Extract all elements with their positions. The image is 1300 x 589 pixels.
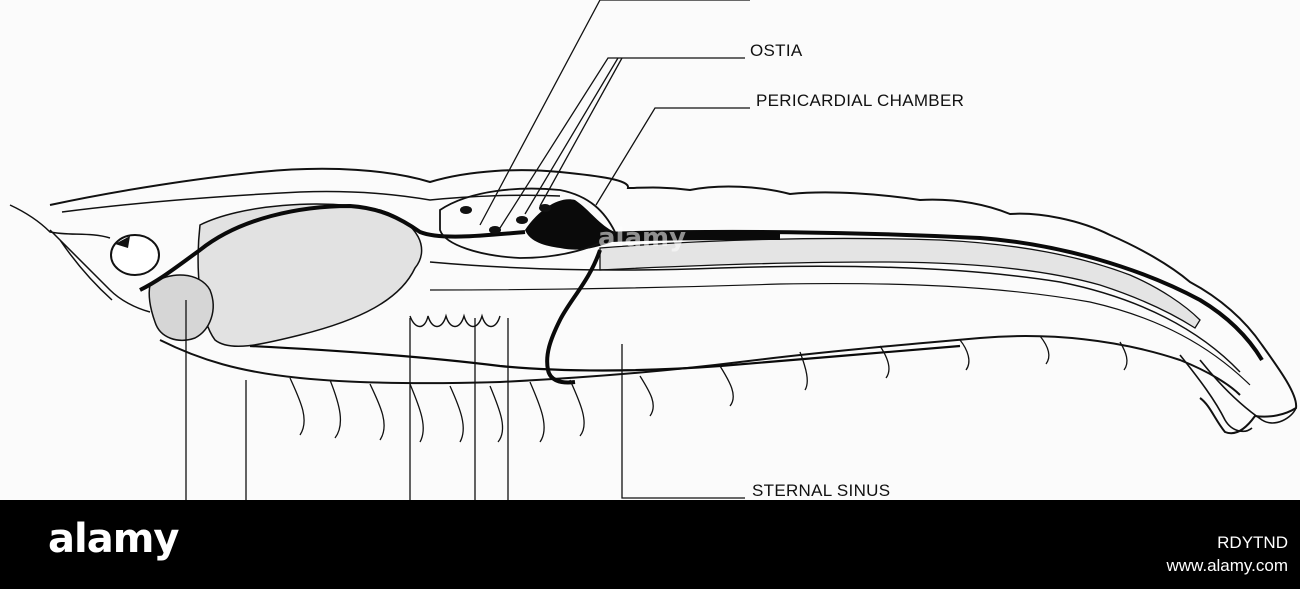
ostium (539, 204, 551, 212)
leader-sternal-sinus (621, 344, 745, 499)
gill-branches (289, 335, 1128, 443)
leader-heart (479, 0, 750, 226)
ostium (460, 206, 472, 214)
stippled-cephalothorax (197, 203, 423, 348)
leader-pericardial (595, 107, 750, 206)
label-ostia: OSTIA (750, 41, 803, 60)
rostrum (9, 204, 111, 239)
gill-filaments (409, 313, 501, 328)
image-id: RDYTND (1217, 533, 1288, 552)
ventral-body-outline (159, 335, 1241, 396)
crustacean-circulation-drawing: OSTIA PERICARDIAL CHAMBER STERNAL SINUS … (9, 0, 1298, 500)
descending-artery (545, 249, 602, 385)
compound-eye (110, 234, 160, 276)
leader-ostia-c (539, 57, 623, 207)
site-url: www.alamy.com (1166, 556, 1288, 575)
anterior-aorta (139, 203, 526, 292)
antennae (49, 229, 151, 313)
alamy-logo: alamy (48, 516, 179, 562)
leader-lines (185, 0, 750, 500)
inner-dorsal-outline (61, 190, 561, 213)
leader-ostia-a (499, 57, 745, 229)
watermark: alamy (598, 223, 686, 253)
dorsal-artery (599, 229, 1264, 362)
leader-ostia-b (524, 57, 619, 215)
label-sternal-sinus: STERNAL SINUS (752, 481, 890, 500)
ostium (489, 226, 501, 234)
ostium (516, 216, 528, 224)
anatomical-diagram: OSTIA PERICARDIAL CHAMBER STERNAL SINUS … (9, 0, 1298, 500)
tail-fan (1179, 354, 1297, 433)
pericardial-chamber-outline (439, 187, 617, 259)
stock-footer: alamy RDYTND www.alamy.com (0, 500, 1300, 589)
label-pericardial-chamber: PERICARDIAL CHAMBER (756, 91, 964, 110)
intestine-lower (429, 282, 1251, 386)
ventral-artery (249, 344, 961, 372)
dorsal-carapace-outline (49, 167, 1298, 435)
eye-stalk (115, 236, 130, 248)
stippled-head-gland (148, 274, 214, 342)
stippled-abdomen-band (599, 237, 1201, 329)
intestine (429, 261, 1241, 373)
heart (525, 199, 780, 250)
